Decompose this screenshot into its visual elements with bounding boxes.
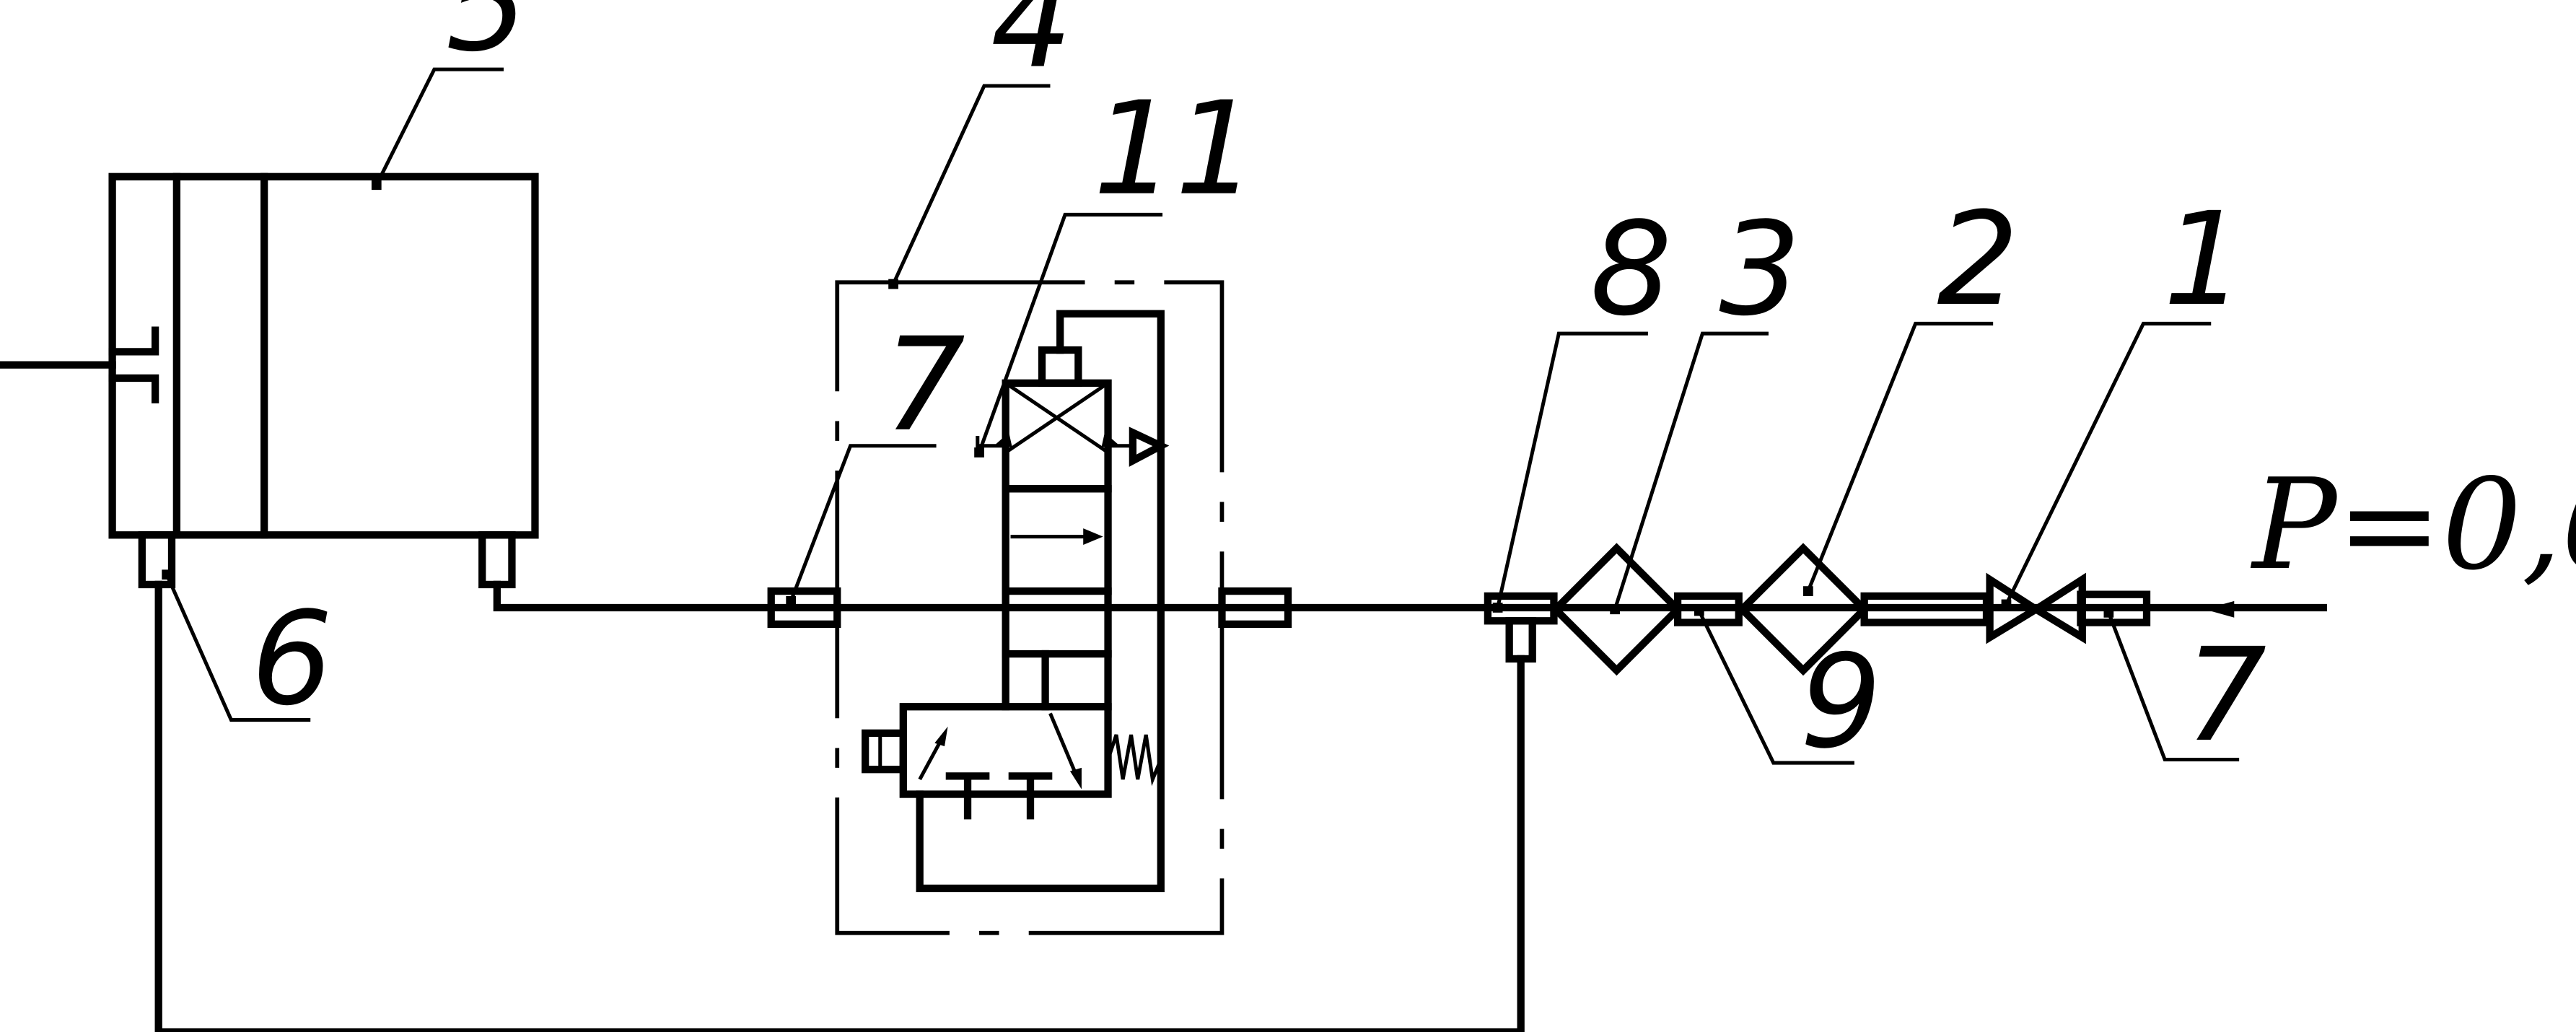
port-right: [478, 531, 516, 589]
label-6: 6: [251, 585, 333, 735]
pipelines: [154, 580, 2328, 1032]
component-5-actuator: [0, 172, 539, 589]
label-1: 1: [2163, 185, 2246, 335]
label-7-right: 7: [2185, 621, 2267, 771]
component-3-filter: [1550, 543, 1683, 676]
label-9: 9: [1800, 627, 1882, 777]
callout-labels: 5 4 11 7 6 8 3 9 2 1 7 P=0,6 МПа: [251, 0, 2576, 777]
component-4-valve-unit: [835, 280, 1225, 935]
label-8: 8: [1590, 195, 1673, 345]
label-5: 5: [446, 0, 528, 81]
label-3: 3: [1719, 195, 1801, 345]
component-2-filter: [1737, 543, 1870, 676]
label-11: 11: [1093, 74, 1257, 224]
label-2: 2: [1937, 185, 2019, 335]
leader-lines: [162, 67, 2240, 765]
inlet-arrow: [2204, 600, 2323, 618]
pressure-label: P=0,6 МПа: [2250, 452, 2576, 598]
label-7-left: 7: [883, 310, 965, 460]
label-4: 4: [991, 0, 1073, 97]
